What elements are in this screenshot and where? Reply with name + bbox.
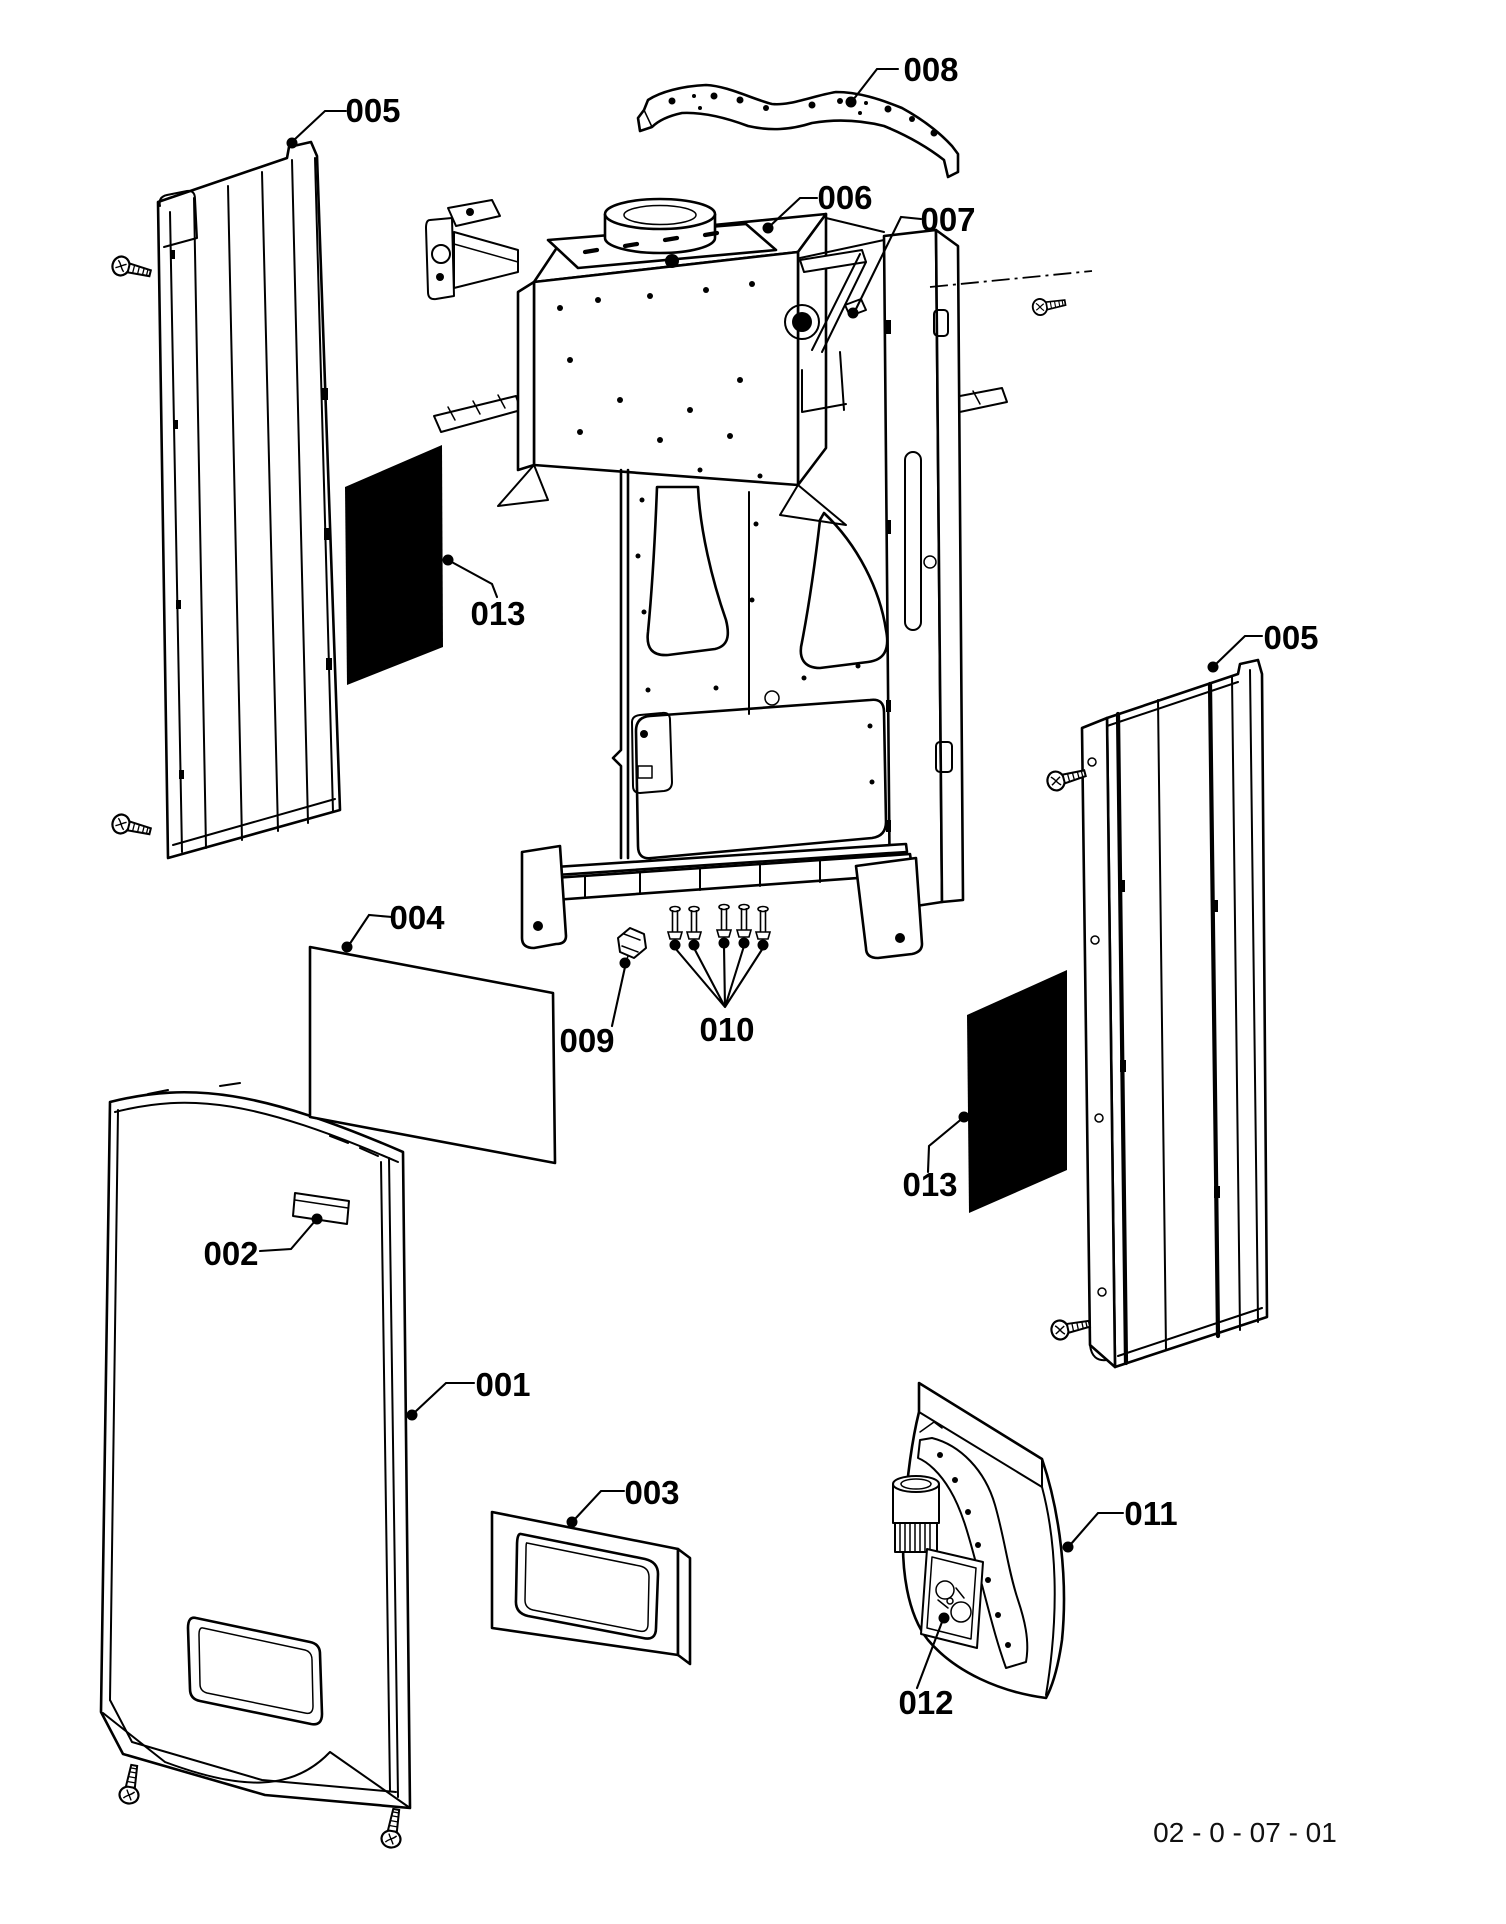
- callout-label-003: 003: [624, 1474, 679, 1511]
- part-003-frame: [490, 1510, 692, 1666]
- callout-label-013-right: 013: [902, 1166, 957, 1203]
- assembly-axis-line: [929, 270, 1093, 288]
- part-001-front-panel: [99, 1082, 412, 1851]
- bag-bracket-holes: [937, 1452, 1011, 1648]
- part-002-sticker: [292, 1192, 350, 1225]
- bracket-holes: [668, 92, 938, 137]
- panel-slots: [1119, 880, 1220, 1198]
- callout-label-008: 008: [903, 51, 958, 88]
- screw: [379, 1806, 407, 1851]
- part-009-clip: [617, 927, 647, 963]
- bag-pipe-adapter: [892, 1475, 940, 1553]
- part-004-panel: [308, 945, 557, 1165]
- callout-013-left: 013: [442, 554, 526, 632]
- callout-005-right: 005: [1207, 619, 1319, 673]
- callout-label-005-left: 005: [345, 92, 400, 129]
- callout-label-005-right: 005: [1263, 619, 1318, 656]
- callout-005-left: 005: [286, 92, 401, 149]
- callout-label-011: 011: [1124, 1495, 1177, 1532]
- callout-009: 009: [559, 957, 631, 1059]
- callout-011: 011: [1062, 1495, 1178, 1553]
- callout-label-002: 002: [203, 1235, 258, 1272]
- main-chassis-assembly: [425, 197, 1093, 960]
- callouts: 005 008 006 007 013 004 009: [203, 51, 1318, 1721]
- callout-002: 002: [203, 1213, 323, 1272]
- panel-flange-holes: [1087, 757, 1107, 1297]
- callout-007: 007: [847, 201, 976, 319]
- callout-010: 010: [673, 944, 765, 1048]
- part-008-top-bracket: [636, 83, 960, 179]
- part-011-accessory-bag: [892, 1381, 1066, 1700]
- callout-label-001: 001: [475, 1366, 530, 1403]
- rail-slots: [886, 320, 891, 832]
- callout-012: 012: [898, 1612, 954, 1721]
- screw: [1048, 1313, 1093, 1343]
- screw: [1044, 762, 1089, 794]
- callout-label-013-left: 013: [470, 595, 525, 632]
- callout-008: 008: [845, 51, 959, 108]
- screw: [109, 253, 154, 284]
- callout-label-004: 004: [389, 899, 445, 936]
- callout-label-012: 012: [898, 1684, 953, 1721]
- callout-label-009: 009: [559, 1022, 614, 1059]
- callout-label-007: 007: [920, 201, 975, 238]
- part-005-left-panel: [109, 140, 342, 860]
- part-012-sticker: [920, 1548, 984, 1649]
- chassis-holes: [557, 281, 875, 785]
- callout-001: 001: [406, 1366, 531, 1421]
- panel-flange-holes: [170, 250, 332, 779]
- part-005-right-panel: [1044, 658, 1269, 1369]
- part-013-left-insulation-panel: [345, 445, 443, 685]
- part-010-screws: [667, 903, 771, 952]
- screw: [109, 811, 154, 842]
- page-code: 02 - 0 - 07 - 01: [1153, 1817, 1337, 1848]
- callout-004: 004: [341, 899, 445, 953]
- callout-013-right: 013: [902, 1111, 970, 1203]
- screw: [1030, 293, 1068, 318]
- part-013-right-insulation-panel: [967, 970, 1067, 1213]
- callout-label-010: 010: [699, 1011, 754, 1048]
- callout-006: 006: [762, 179, 873, 234]
- screw: [117, 1762, 145, 1807]
- callout-label-006: 006: [817, 179, 872, 216]
- callout-003: 003: [566, 1474, 680, 1528]
